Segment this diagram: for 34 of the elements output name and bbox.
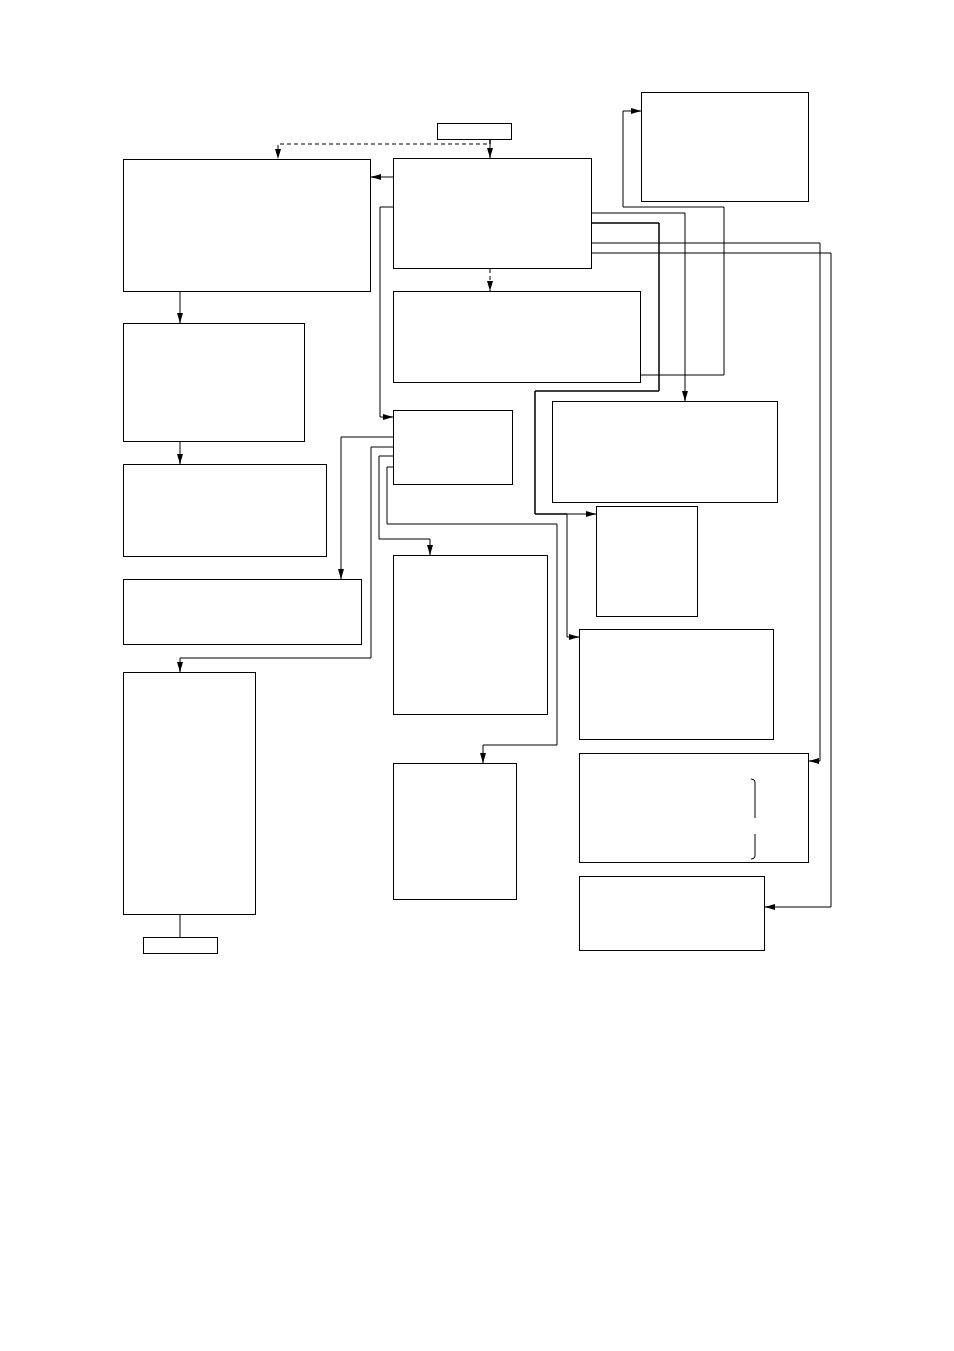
process-box <box>393 158 592 269</box>
process-box <box>393 410 513 485</box>
process-box <box>579 876 765 951</box>
arrow <box>177 291 183 324</box>
arrow <box>591 242 821 764</box>
process-box <box>552 401 778 503</box>
process-box <box>596 506 698 617</box>
arrow <box>338 436 394 580</box>
process-box <box>393 291 641 383</box>
process-box <box>123 579 362 645</box>
process-box <box>579 629 774 740</box>
process-box <box>641 92 809 202</box>
arrow <box>487 268 493 292</box>
arrow <box>487 139 493 159</box>
process-box <box>579 753 809 863</box>
arrow <box>591 252 832 910</box>
process-box <box>393 555 548 715</box>
arrow <box>534 222 660 640</box>
process-box <box>143 937 218 954</box>
arrow <box>378 455 433 556</box>
arrow <box>622 108 725 376</box>
process-box <box>123 323 305 442</box>
arrow <box>591 212 688 402</box>
process-box <box>393 763 517 900</box>
process-box <box>123 672 256 915</box>
process-box <box>437 123 512 140</box>
arrow <box>177 441 183 465</box>
process-box <box>123 464 327 557</box>
arrow <box>177 446 394 673</box>
connector-line <box>179 914 181 938</box>
arrow <box>370 174 394 180</box>
process-box <box>123 159 371 292</box>
arrow <box>386 466 558 764</box>
arrow <box>379 206 394 420</box>
